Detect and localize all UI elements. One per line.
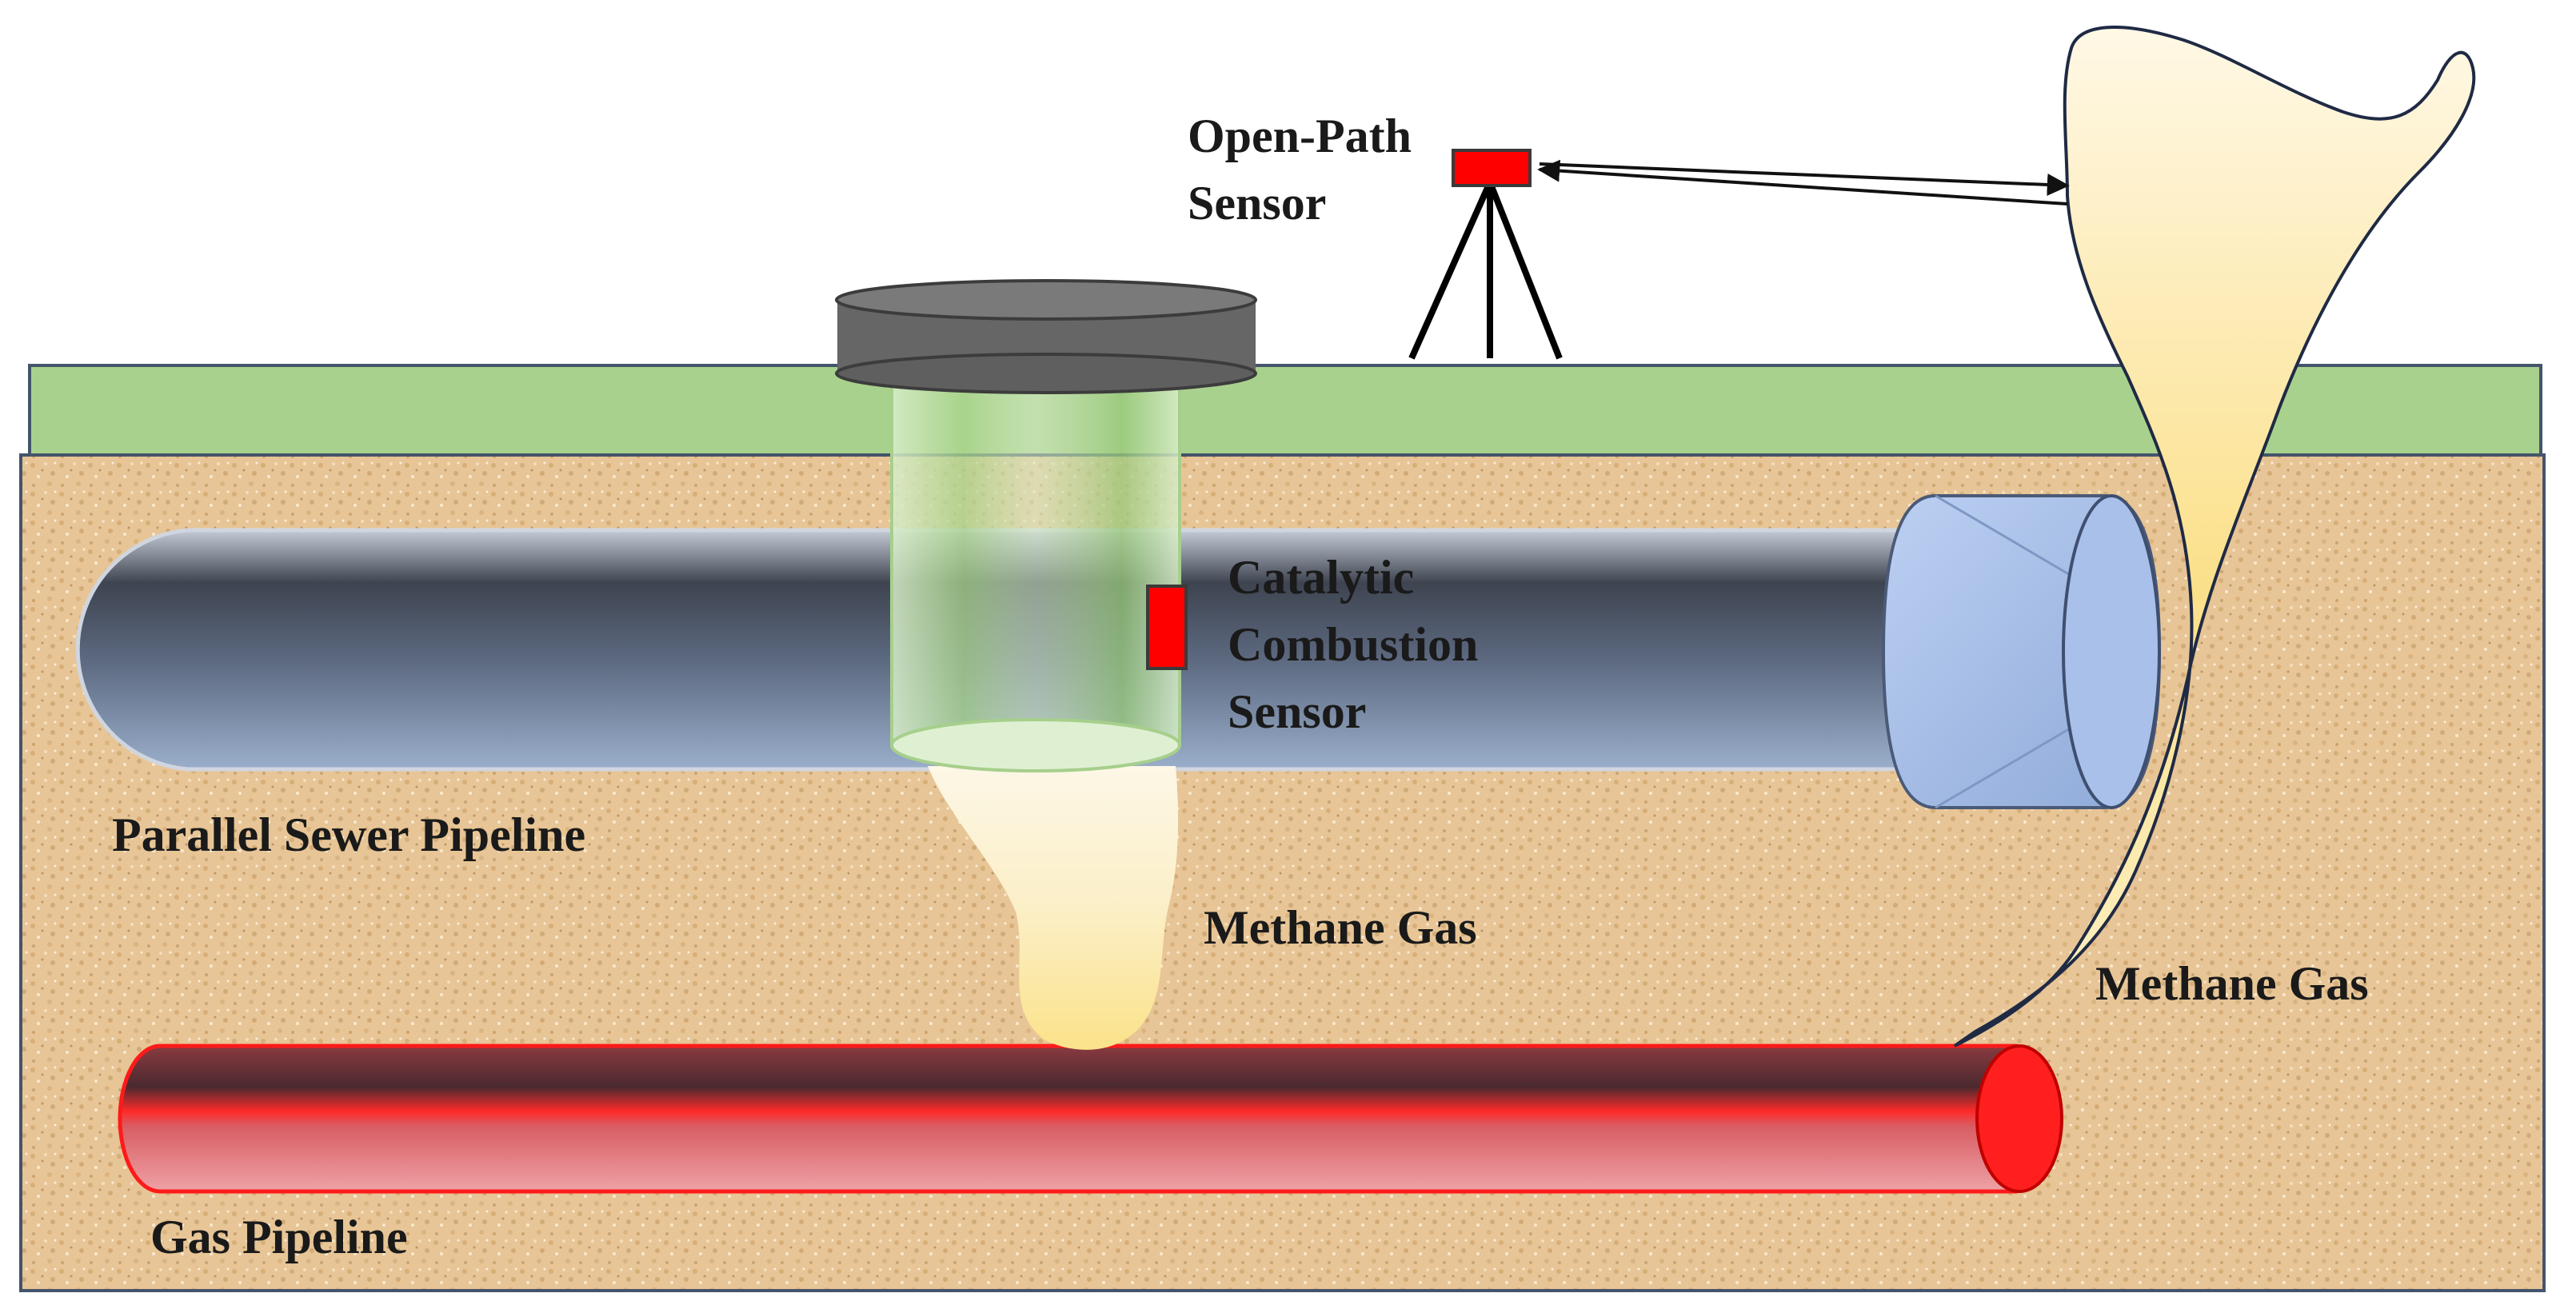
open-path-sensor-box: [1452, 149, 1532, 187]
catalytic-sensor-label: Catalytic Combustion Sensor: [1228, 551, 1479, 738]
gas-pipeline: [118, 1044, 2063, 1194]
methane-gas-label-right: Methane Gas: [2095, 957, 2369, 1010]
open-path-sensor-label: Open-Path Sensor: [1188, 110, 1412, 229]
methane-plume-left: [928, 766, 1179, 1050]
probe-cylinder: [890, 374, 1181, 772]
beam-arrow-out: [1539, 162, 2070, 196]
open-path-sensor: [1408, 149, 1563, 360]
beam-arrow-return: [1537, 159, 2068, 206]
probe-cap: [835, 279, 1257, 394]
methane-plume-right: [1953, 26, 2476, 1048]
sewer-pipeline-label: Parallel Sewer Pipeline: [112, 808, 586, 861]
grass-layer: [28, 364, 2542, 457]
catalytic-sensor-box: [1146, 585, 1188, 670]
methane-gas-label-left: Methane Gas: [1204, 901, 1477, 954]
gas-pipe-end: [1975, 1044, 2063, 1193]
gas-pipeline-label: Gas Pipeline: [150, 1211, 408, 1263]
